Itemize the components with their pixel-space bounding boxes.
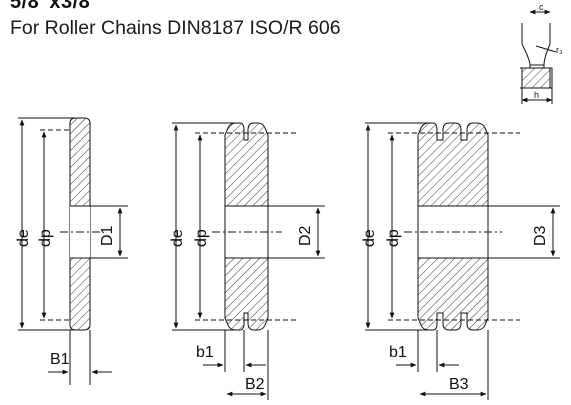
- duplex-bore-label: D2: [297, 225, 314, 246]
- sprocket-duplex: [172, 122, 325, 400]
- sprocket-simplex: [18, 117, 128, 385]
- simplex-de-label: de: [15, 229, 32, 247]
- tooth-label-rf: r₃: [556, 45, 563, 55]
- triplex-dp-label: dp: [385, 229, 402, 247]
- duplex-de-label: de: [169, 229, 186, 247]
- simplex-dp-label: dp: [37, 229, 54, 247]
- triplex-width-label: B3: [449, 376, 469, 393]
- simplex-width-label: B1: [50, 351, 70, 368]
- simplex-bore-label: D1: [99, 225, 116, 246]
- triplex-tooth-label: b1: [389, 344, 407, 361]
- triplex-bore-label: D3: [532, 225, 549, 246]
- page-title: 5/8″x3/8″: [10, 0, 101, 13]
- sprocket-triplex: [365, 122, 560, 400]
- tooth-label-h: h: [534, 90, 539, 100]
- duplex-tooth-label: b1: [196, 344, 214, 361]
- duplex-dp-label: dp: [193, 229, 210, 247]
- tooth-profile-detail: [520, 9, 557, 104]
- triplex-de-label: de: [361, 229, 378, 247]
- duplex-width-label: B2: [245, 376, 265, 393]
- tooth-label-c: c: [539, 2, 544, 12]
- page-subtitle: For Roller Chains DIN8187 ISO/R 606: [10, 17, 341, 39]
